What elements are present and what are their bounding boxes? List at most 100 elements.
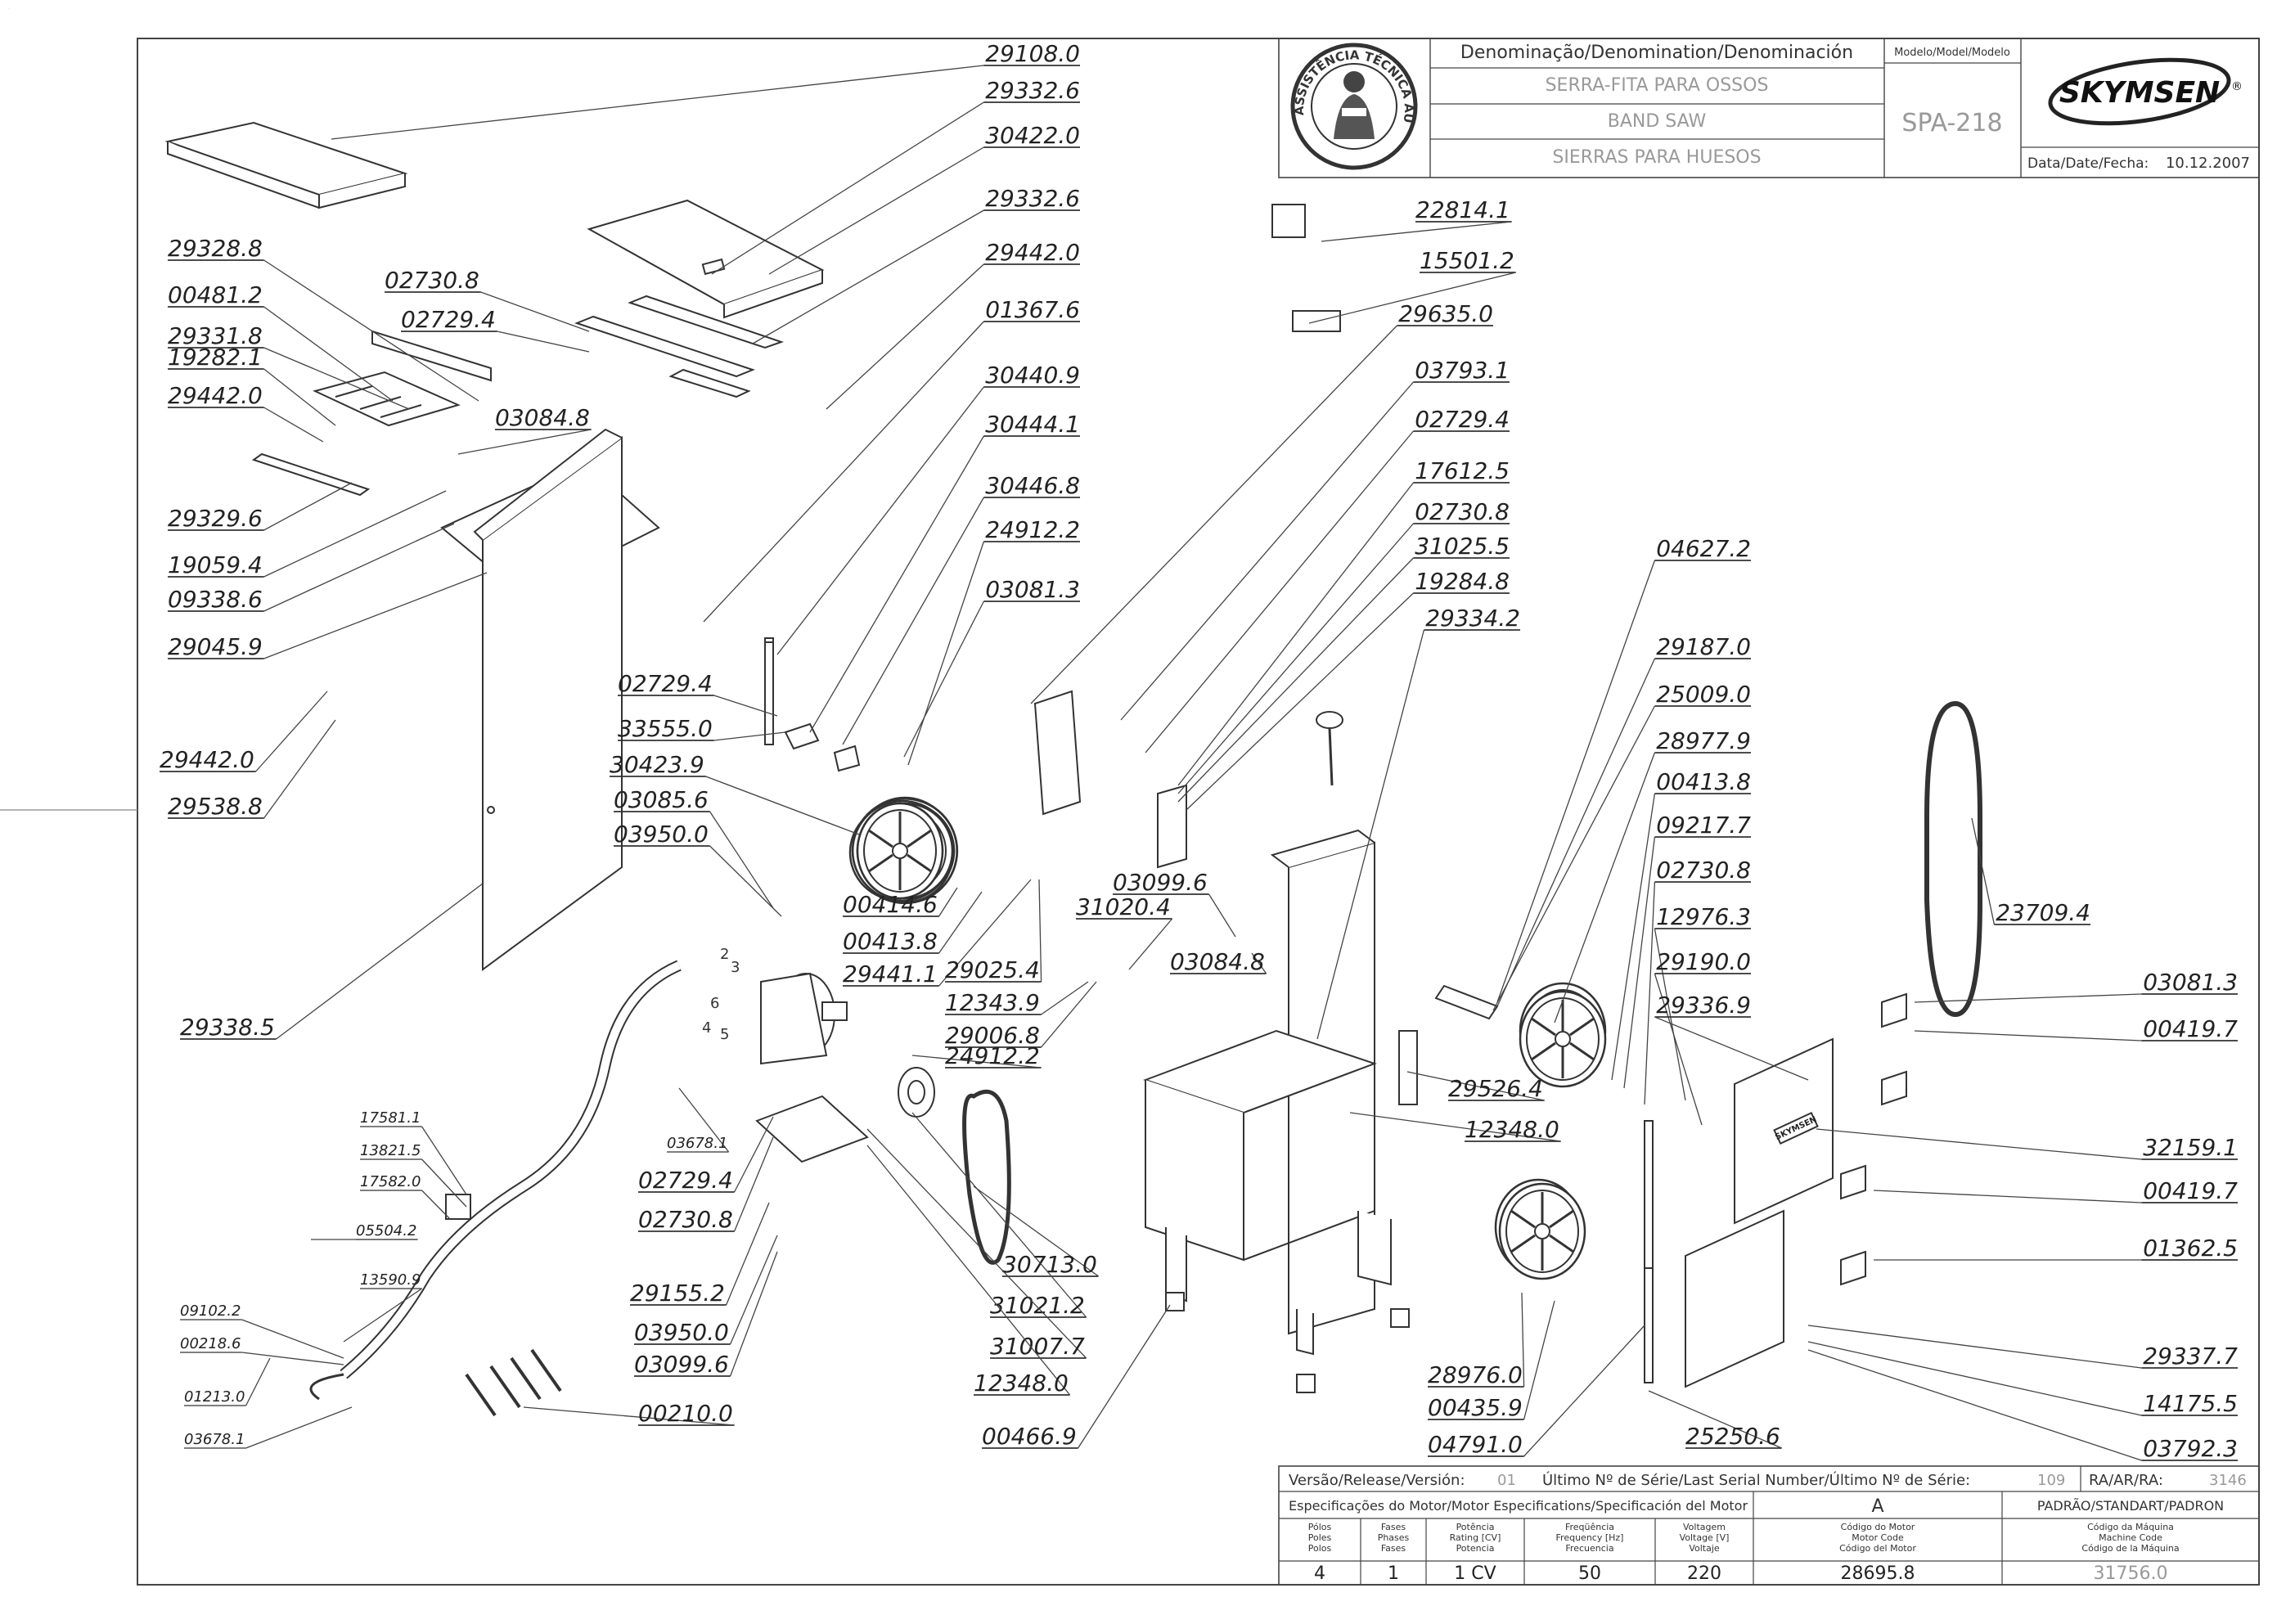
callout-leader	[1038, 879, 1042, 983]
callout-leader	[523, 1406, 735, 1426]
callout-leader	[1349, 1112, 1561, 1142]
callout-leader	[1251, 952, 1267, 974]
callout-leader	[734, 1116, 774, 1193]
motor-variant: A	[1871, 1496, 1883, 1517]
spec-col-label: Voltage [V]	[1680, 1532, 1730, 1543]
denomination-label: Denominação/Denomination/Denominación	[1460, 43, 1853, 63]
callout-leader	[263, 523, 455, 612]
part-number: 03099.6	[1113, 869, 1208, 896]
callout-leader	[1128, 918, 1173, 970]
version-label: Versão/Release/Versión:	[1289, 1472, 1465, 1489]
part-number: 15501.2	[1420, 247, 1514, 274]
wire-number: 2	[720, 946, 729, 963]
spec-col-label: Freqüência	[1565, 1522, 1614, 1532]
part-number: 00218.6	[180, 1335, 241, 1352]
part-number: 29329.6	[168, 505, 263, 532]
part-number: 13590.9	[360, 1271, 421, 1289]
callout-leader	[938, 887, 958, 917]
callout-leader	[1177, 482, 1414, 786]
callout-leader	[421, 1158, 467, 1208]
part-number: 02730.8	[1656, 857, 1751, 884]
callout-leader	[729, 1251, 778, 1377]
callout-leader	[1807, 1341, 2142, 1416]
part-number: 31020.4	[1076, 893, 1171, 920]
name-pt: SERRA-FITA PARA OSSOS	[1546, 75, 1769, 96]
part-number: 12348.0	[974, 1370, 1069, 1397]
spec-col-label: Machine Code	[2099, 1532, 2162, 1543]
part-number: 29337.7	[2143, 1343, 2238, 1370]
part-number: 00413.8	[1656, 768, 1751, 795]
callout-leader	[343, 1288, 422, 1343]
callout-leader	[1914, 1030, 2142, 1041]
callout-leader	[263, 719, 336, 819]
part-number: 29187.0	[1656, 633, 1751, 660]
part-number: 29331.8	[168, 322, 263, 349]
part-number: 30423.9	[610, 751, 704, 778]
spec-col-value: 4	[1314, 1563, 1325, 1584]
spec-col-label: Código del Motor	[1839, 1543, 1916, 1554]
part-number: 29045.9	[168, 633, 263, 660]
part-number: 23709.4	[1996, 899, 2090, 926]
part-number: 29328.8	[168, 235, 263, 262]
part-number: 17582.0	[360, 1173, 421, 1190]
callout-leader	[1816, 1128, 2142, 1160]
part-number: 30422.0	[985, 122, 1080, 149]
part-number: 19059.4	[168, 551, 263, 578]
callout-leader	[480, 291, 590, 332]
part-number: 12348.0	[1465, 1116, 1559, 1143]
part-number: 04791.0	[1428, 1431, 1523, 1458]
part-number: 19284.8	[1415, 568, 1510, 595]
part-number: 29155.2	[630, 1280, 725, 1307]
part-number: 29442.0	[160, 746, 254, 773]
part-number: 00466.9	[982, 1423, 1077, 1450]
callout-leader	[1807, 1349, 2142, 1461]
serial-value: 109	[2037, 1472, 2065, 1489]
callout-leader	[1971, 817, 1996, 925]
spec-col-label: Polos	[1308, 1543, 1332, 1554]
callout-leader	[768, 146, 984, 275]
part-number: 02730.8	[1415, 498, 1510, 525]
part-number: 03084.8	[495, 404, 590, 431]
callout-leader	[709, 811, 774, 909]
part-number: 01367.6	[985, 296, 1080, 323]
callout-leader	[255, 691, 328, 772]
part-number: 02729.4	[638, 1167, 733, 1194]
date-value: 10.12.2007	[2166, 155, 2250, 172]
motor-spec-block: Versão/Release/Versión: 01 Último Nº de …	[1278, 1465, 2260, 1586]
callout-leader	[497, 331, 590, 353]
callout-leader	[263, 347, 410, 410]
callout-leader	[730, 1235, 778, 1345]
part-number: 31025.5	[1415, 533, 1510, 560]
part-number: 03792.3	[2143, 1435, 2238, 1462]
part-number: 00419.7	[2143, 1177, 2238, 1204]
part-number: 00435.9	[1428, 1394, 1523, 1421]
part-number: 00419.7	[2143, 1015, 2238, 1042]
callout-leader	[1554, 752, 1656, 1023]
part-number: 25009.0	[1656, 681, 1751, 708]
part-number: 09217.7	[1656, 812, 1751, 839]
callout-leader	[752, 209, 984, 344]
part-number: 28976.0	[1428, 1361, 1523, 1388]
part-number: 33555.0	[618, 715, 713, 742]
callout-leader	[1523, 1300, 1555, 1420]
part-number: 03085.6	[614, 786, 709, 813]
callout-leader	[907, 541, 985, 766]
part-number: 12343.9	[945, 989, 1040, 1016]
callout-leader	[1521, 1292, 1525, 1388]
part-number: 04627.2	[1656, 535, 1751, 562]
wire-number: 3	[731, 959, 740, 976]
callout-leader	[263, 306, 394, 402]
spec-col-label: Código de la Máquina	[2081, 1543, 2179, 1554]
spec-col-label: Código do Motor	[1841, 1522, 1915, 1532]
callout-leader	[1208, 893, 1236, 938]
callout-leader	[1914, 993, 2142, 1003]
part-number: 29332.6	[985, 77, 1080, 104]
part-number: 03678.1	[667, 1135, 727, 1152]
callout-leader	[711, 101, 984, 275]
spec-col-label: Fases	[1381, 1543, 1406, 1554]
ra-label: RA/AR/RA:	[2089, 1472, 2163, 1489]
callout-leader	[705, 776, 860, 835]
part-number: 24912.2	[985, 516, 1080, 543]
wire-number: 6	[710, 995, 719, 1012]
